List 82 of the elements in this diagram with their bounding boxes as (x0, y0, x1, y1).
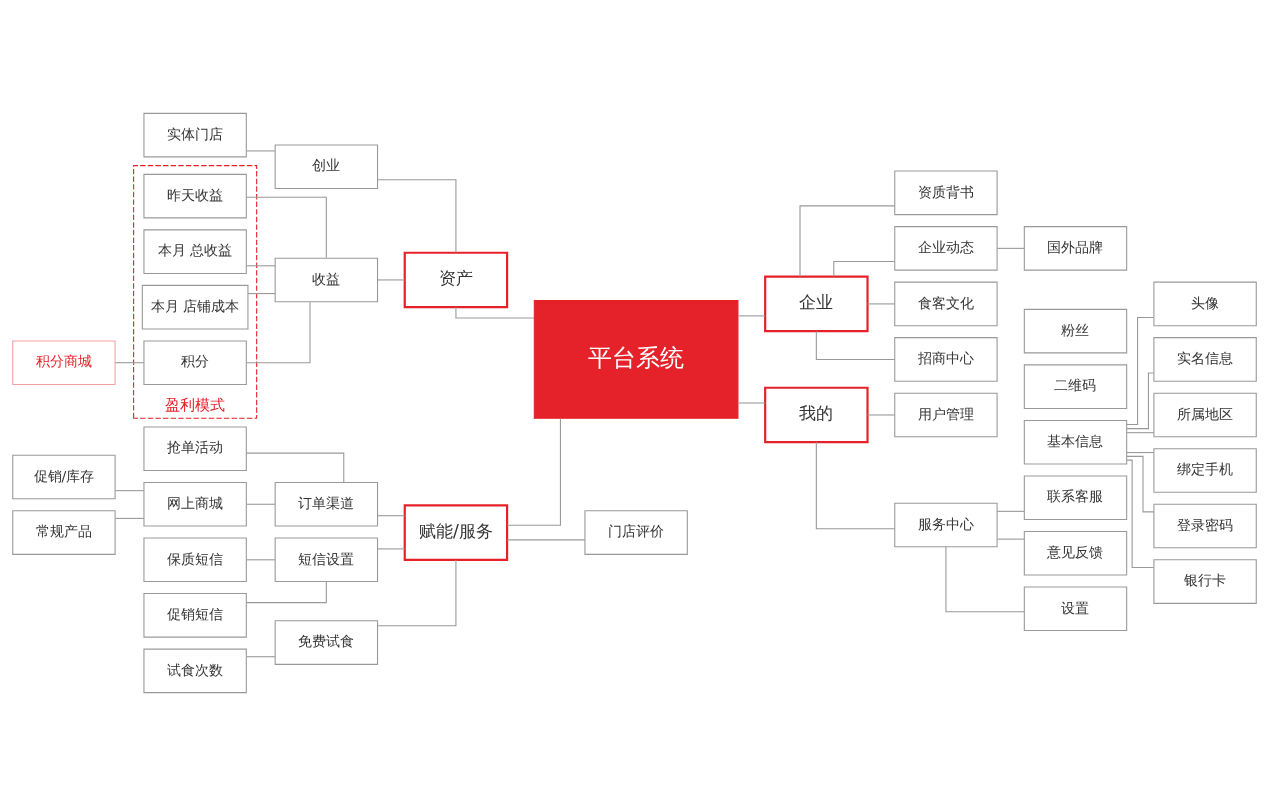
node-box: 基本信息 (1023, 419, 1128, 465)
connector (1126, 459, 1155, 568)
node-box: 网上商城 (143, 481, 247, 527)
connector (114, 517, 145, 519)
node-box: 平台系统 (533, 299, 739, 419)
connector (815, 441, 896, 529)
connector (737, 401, 766, 404)
connector (996, 247, 1025, 249)
connector (815, 330, 896, 360)
node-box: 促销短信 (143, 592, 247, 638)
node-box: 资产 (403, 251, 509, 308)
connector (247, 292, 276, 294)
node-box: 积分商城 (12, 339, 116, 385)
node-box: 用户管理 (894, 392, 998, 437)
node-box: 头像 (1153, 281, 1257, 326)
node-box: 创业 (274, 143, 379, 189)
node-box: 促销/库存 (12, 454, 116, 499)
node-box: 服务中心 (894, 502, 998, 547)
connector (246, 558, 276, 560)
connector (1126, 372, 1155, 429)
node-box: 登录密码 (1153, 503, 1257, 548)
node-box: 银行卡 (1153, 558, 1257, 604)
connector (455, 306, 535, 319)
connector (246, 264, 276, 266)
node-box: 试食次数 (143, 648, 247, 693)
connector (246, 503, 276, 505)
connector (996, 510, 1025, 512)
connector (246, 580, 327, 603)
node-box: 企业 (764, 275, 869, 332)
node-box: 实名信息 (1153, 336, 1257, 382)
node-box: 二维码 (1023, 363, 1128, 409)
connector (506, 417, 561, 526)
connector (114, 361, 145, 363)
node-box: 联系客服 (1023, 474, 1128, 520)
node-box: 本月 总收益 (143, 228, 247, 274)
node-box: 国外品牌 (1023, 225, 1128, 271)
connector (1126, 451, 1155, 453)
node-box: 所属地区 (1153, 392, 1257, 437)
connector (1126, 431, 1155, 433)
node-box: 订单渠道 (274, 481, 379, 527)
connector (1126, 316, 1155, 425)
connector (246, 149, 276, 151)
connector (507, 538, 586, 540)
node-box: 赋能/服务 (403, 503, 509, 561)
node-box: 实体门店 (143, 112, 247, 157)
node-box: 本月 店铺成本 (141, 284, 249, 329)
connector (377, 178, 457, 253)
node-box: 抢单活动 (143, 425, 247, 471)
connector (945, 545, 1025, 612)
connector (246, 196, 327, 258)
node-box: 绑定手机 (1153, 447, 1257, 493)
node-box: 企业动态 (894, 225, 998, 271)
node-box: 短信设置 (274, 536, 379, 582)
connector (377, 514, 406, 516)
node-box: 设置 (1023, 585, 1128, 631)
node-box: 食客文化 (894, 281, 998, 326)
connector (377, 547, 406, 549)
node-box: 粉丝 (1023, 308, 1128, 353)
connector (996, 538, 1025, 540)
node-box: 积分 (143, 339, 247, 385)
connector (867, 413, 896, 416)
node-box: 常规产品 (12, 509, 116, 555)
connector (246, 301, 311, 363)
node-box: 意见反馈 (1023, 530, 1128, 576)
connector (867, 302, 896, 304)
connector (799, 204, 896, 277)
connector (246, 655, 276, 657)
connector (737, 314, 766, 316)
connector (114, 489, 145, 491)
connector (1126, 455, 1155, 512)
connector (833, 260, 895, 277)
node-box: 资质背书 (894, 170, 998, 215)
connector (377, 278, 406, 280)
node-box: 保质短信 (143, 536, 247, 582)
node-box: 招商中心 (894, 336, 998, 382)
node-box: 昨天收益 (143, 173, 247, 218)
node-box: 门店评价 (584, 509, 688, 555)
node-box: 我的 (764, 386, 869, 443)
node-box: 免费试食 (274, 619, 379, 665)
node-box: 收益 (274, 257, 379, 302)
connector (246, 452, 345, 483)
connector (377, 558, 457, 626)
